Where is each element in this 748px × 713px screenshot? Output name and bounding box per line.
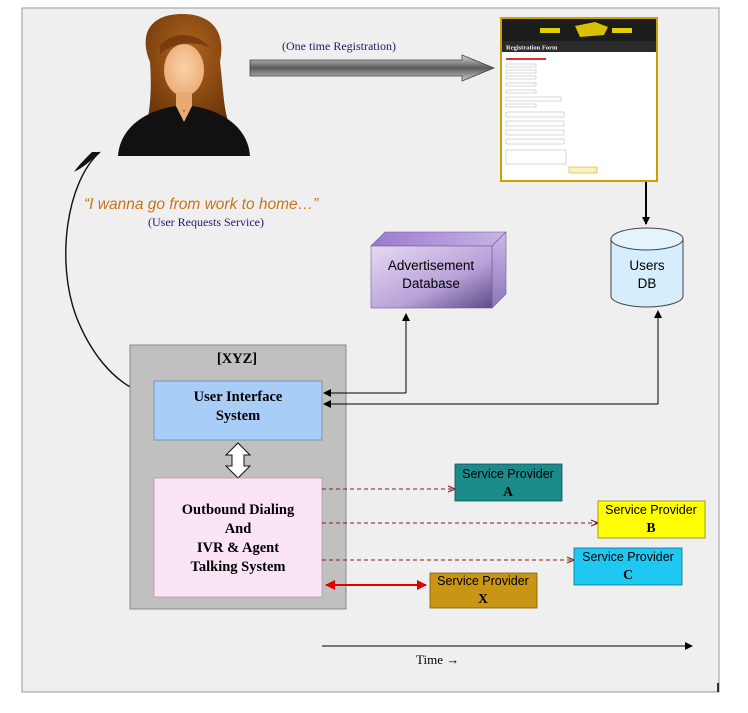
users-db	[610, 227, 684, 308]
provider-a-name: Service Provider	[462, 467, 554, 481]
ui-system-label-line1: User Interface	[194, 389, 283, 405]
outbound-dialing-system	[153, 477, 323, 598]
provider-b-letter: B	[646, 520, 655, 535]
dialer-label-line2: And	[225, 521, 252, 537]
registration-form-thumbnail: Registration Form	[500, 17, 658, 182]
service-provider-b: Service Provider B	[597, 500, 706, 539]
xyz-title: [XYZ]	[217, 351, 257, 367]
service-provider-x: Service Provider X	[429, 572, 538, 609]
ad-db-label-line2: Database	[402, 276, 460, 291]
ui-system-label-line2: System	[216, 408, 260, 424]
users-db-label-line1: Users	[629, 258, 665, 273]
service-provider-c: Service Provider C	[573, 547, 683, 586]
provider-x-name: Service Provider	[437, 574, 529, 588]
form-banner-icon	[540, 22, 632, 37]
service-provider-a: Service Provider A	[454, 463, 563, 502]
user-interface-system	[153, 380, 323, 441]
provider-a-letter: A	[503, 484, 513, 499]
user-request-label: (User Requests Service)	[148, 215, 264, 229]
user-quote: “I wanna go from work to home…”	[84, 196, 319, 213]
ui-to-ad-db-connector	[323, 313, 410, 397]
time-label: Time →	[416, 652, 459, 667]
dialer-label-line1: Outbound Dialing	[182, 502, 295, 518]
ui-to-users-db-connector	[323, 310, 662, 408]
provider-c-letter: C	[623, 567, 633, 582]
registration-label: (One time Registration)	[282, 39, 396, 53]
advertisement-database	[370, 231, 507, 309]
registration-arrow	[249, 54, 496, 82]
users-db-label-line2: DB	[638, 276, 657, 291]
ad-db-label-line1: Advertisement	[388, 258, 475, 273]
provider-x-letter: X	[478, 591, 488, 606]
dialer-label-line4: Talking System	[191, 559, 286, 575]
dialer-label-line3: IVR & Agent	[197, 540, 279, 556]
provider-c-name: Service Provider	[582, 550, 674, 564]
provider-b-name: Service Provider	[605, 503, 697, 517]
form-title: Registration Form	[506, 45, 558, 52]
form-fields	[505, 58, 598, 174]
user-avatar	[118, 14, 250, 156]
